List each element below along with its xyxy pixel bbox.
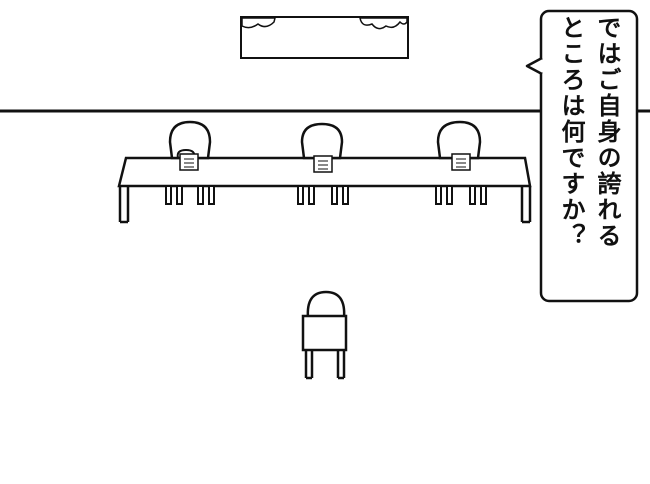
speech-bubble-text: ではご自身の誇れる ところは何ですか？ <box>541 11 637 301</box>
interviewer-figure <box>165 120 215 205</box>
applicant-figure <box>301 290 348 380</box>
speech-line-2: ところは何ですか？ <box>557 15 585 249</box>
speech-bubble <box>525 9 639 303</box>
interviewer-figure <box>297 122 349 205</box>
window-frame <box>240 16 409 59</box>
speech-line-1: ではご自身の誇れる <box>593 15 621 249</box>
interviewer-figure <box>435 120 487 205</box>
